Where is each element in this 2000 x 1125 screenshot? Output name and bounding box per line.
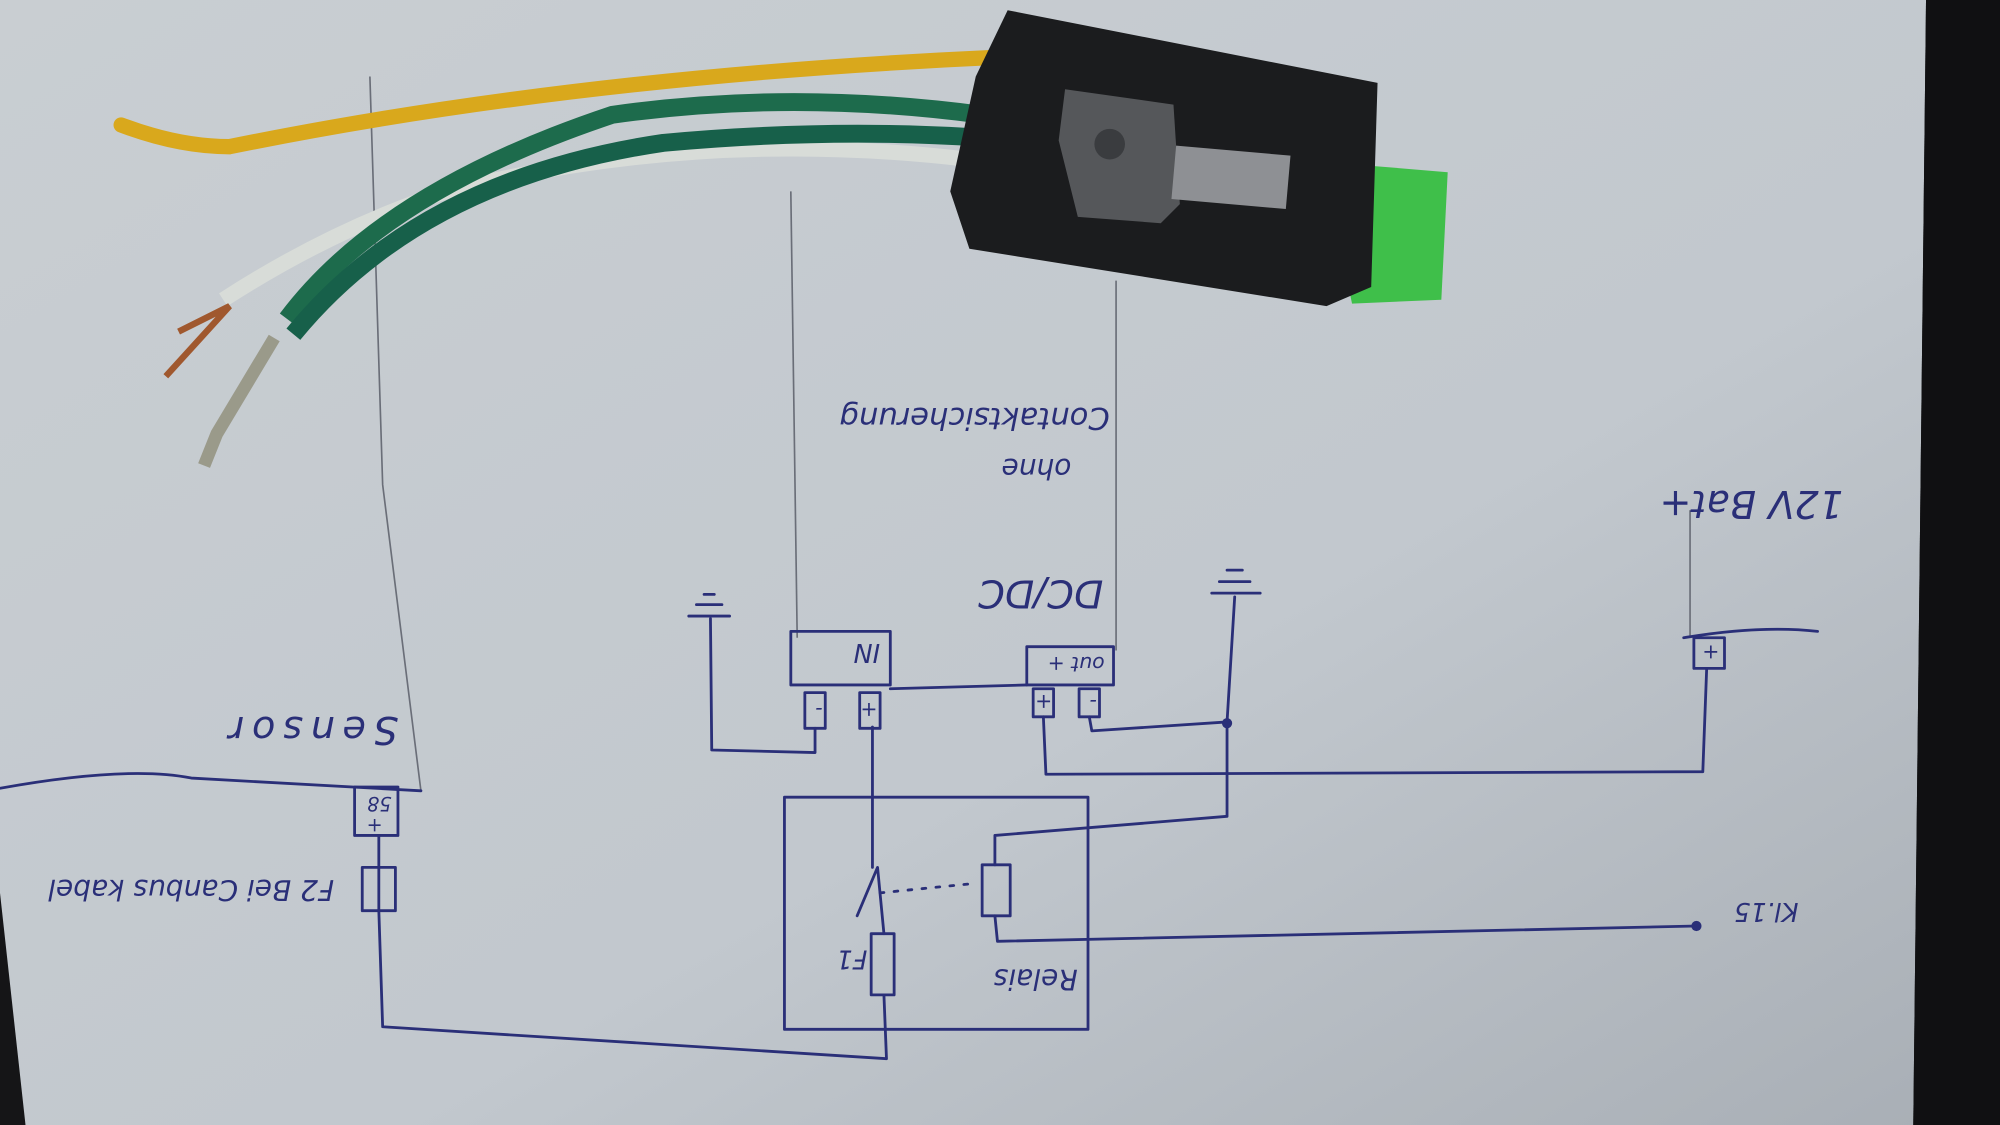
label-f1: F1 [836, 943, 867, 973]
label-contaktsicherung: Contaktsicherung [839, 400, 1109, 435]
ground-symbol-left [687, 592, 731, 618]
label-sensor: Sensor [221, 707, 398, 752]
wire-yellow [113, 49, 1003, 155]
paper-sheet [0, 0, 1927, 1125]
label-kl15: Kl.15 [1734, 896, 1798, 926]
wire-green-2 [286, 124, 983, 340]
copper-strands [163, 303, 232, 379]
label-ohne: ohne [1001, 452, 1071, 485]
label-58: 58 [367, 792, 391, 815]
relay-box [783, 795, 1090, 1031]
label-battery-plus: + [1702, 640, 1719, 664]
circuit-wiring [0, 568, 1820, 1061]
dcdc-in-box [789, 629, 892, 687]
label-out-minus: - [1090, 690, 1097, 714]
battery-terminal [1692, 636, 1726, 670]
label-58-plus: + [367, 814, 383, 837]
relay-harness [113, 10, 1448, 468]
label-out-plus: + [1035, 690, 1052, 714]
kl15-terminal[interactable] [1691, 920, 1702, 932]
label-f2-note: F2 Bei Canbus kabel [48, 873, 334, 906]
crimp-terminal [198, 334, 280, 468]
label-battery: 12V Bat+ [1659, 481, 1843, 526]
terminal-58-box [353, 785, 400, 837]
wire-green-1 [279, 93, 984, 325]
label-dcdc: DC/DC [978, 570, 1104, 615]
metal-clip [1058, 89, 1180, 224]
label-in: IN [853, 637, 880, 667]
label-in-plus: + [860, 698, 877, 722]
label-in-minus: - [815, 698, 822, 722]
label-out: out + [1048, 652, 1105, 676]
dcdc-out-box [1025, 645, 1115, 687]
ground-symbol-right [1210, 568, 1262, 595]
label-relais: Relais [993, 962, 1078, 995]
